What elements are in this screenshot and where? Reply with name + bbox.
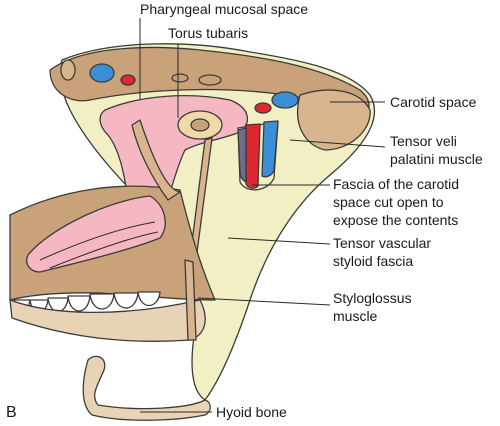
label-fascia-1: Fascia of the carotid <box>333 176 459 192</box>
leader-styloglossus <box>197 297 331 306</box>
label-styloglossus-1: Styloglossus <box>333 290 412 306</box>
label-fascia-3: expose the contents <box>333 212 458 228</box>
tongue-groove <box>39 221 156 261</box>
label-fascia-2: space cut open to <box>333 194 444 210</box>
foramen-artery-right <box>254 102 272 114</box>
foramen-vein-left <box>89 63 115 83</box>
label-hyoid-bone: Hyoid bone <box>216 404 287 420</box>
label-tensor-vascular-1: Tensor vascular <box>333 235 431 251</box>
petrous-bone <box>296 89 371 151</box>
label-torus-tubaris: Torus tubaris <box>168 25 248 41</box>
foramen-artery-left <box>120 74 136 86</box>
label-tensor-vascular-2: styloid fascia <box>333 253 413 269</box>
label-tensor-veli-2: palatini muscle <box>390 151 483 167</box>
leader-tensor-vascular <box>227 237 331 245</box>
hyoid <box>82 355 211 421</box>
internal-jugular-vein <box>261 120 279 178</box>
foramen-small-2 <box>198 74 222 86</box>
mandible-body-lower <box>9 299 206 342</box>
panel-letter: B <box>6 404 17 421</box>
foramen-vein-right <box>271 91 299 109</box>
tongue <box>26 195 166 273</box>
internal-carotid-artery <box>245 123 261 189</box>
eustachian-opening <box>190 118 210 132</box>
foramen-small-3 <box>171 73 189 83</box>
carotid-nerve <box>237 127 247 183</box>
label-tensor-veli-1: Tensor veli <box>390 133 457 149</box>
foramen-small <box>60 59 76 81</box>
mandible-ramus <box>131 119 181 201</box>
tongue-groove-2 <box>49 231 159 269</box>
leader-tensor-veli <box>289 139 386 148</box>
label-carotid-space: Carotid space <box>390 94 477 110</box>
label-pharyngeal-mucosal-space: Pharyngeal mucosal space <box>140 1 308 17</box>
styloglossus-strip <box>184 259 197 341</box>
label-styloglossus-2: muscle <box>333 308 378 324</box>
